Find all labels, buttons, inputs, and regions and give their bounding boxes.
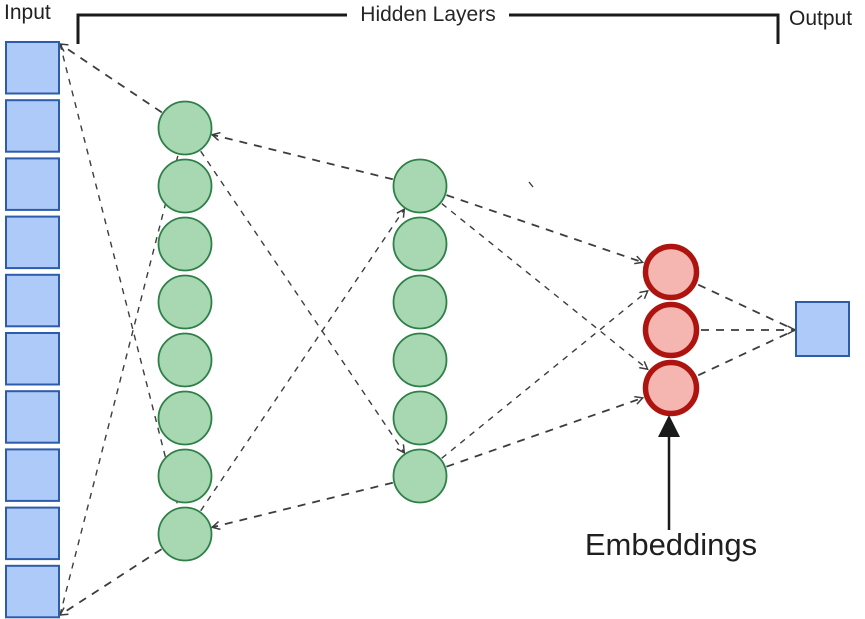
connection-line [446,194,643,262]
embeddings-node [642,359,700,417]
input-node [5,215,60,270]
hidden2-node [392,216,448,272]
input-node [5,390,60,444]
connection-line [441,203,648,370]
hidden2-node [392,332,448,388]
hidden-layers-label: Hidden Layers [360,3,496,26]
input-node [5,273,60,328]
input-label: Input [4,1,51,24]
hidden1-node [157,158,213,214]
input-node [5,506,60,561]
hidden1-node [157,332,213,388]
input-node [5,564,60,619]
embeddings-node [642,243,700,301]
hidden2-node [392,158,448,214]
output-label: Output [789,7,853,30]
connection-line [60,548,162,615]
connection-line [446,398,642,468]
input-node [5,99,60,153]
embeddings-arrow-head [658,415,680,437]
connection-line [60,44,163,114]
hidden1-node [157,274,213,330]
hidden-layers-bracket-right [509,13,780,44]
embeddings-node [642,301,700,359]
hidden-layers-bracket-left [76,13,347,44]
connection-line [200,150,405,453]
input-node [5,448,60,502]
connection-line [697,329,796,377]
connection-line [212,481,394,528]
hidden1-node [157,448,213,504]
connection-line [200,209,405,512]
hidden1-node [157,100,213,156]
input-node [5,157,60,211]
connection-line [697,283,796,331]
connection-line [59,43,179,508]
connection-line [212,135,394,181]
output-node [795,301,850,357]
embeddings-label: Embeddings [584,527,758,562]
hidden2-node [392,448,448,504]
hidden1-node [157,506,213,562]
hidden2-node [392,274,448,330]
input-node [5,332,60,386]
connection-line [59,154,179,616]
hidden2-node [392,390,448,446]
stray-dash [528,181,534,188]
hidden1-node [157,390,213,446]
hidden1-node [157,216,213,272]
connection-line [441,291,648,459]
input-node [5,41,60,95]
